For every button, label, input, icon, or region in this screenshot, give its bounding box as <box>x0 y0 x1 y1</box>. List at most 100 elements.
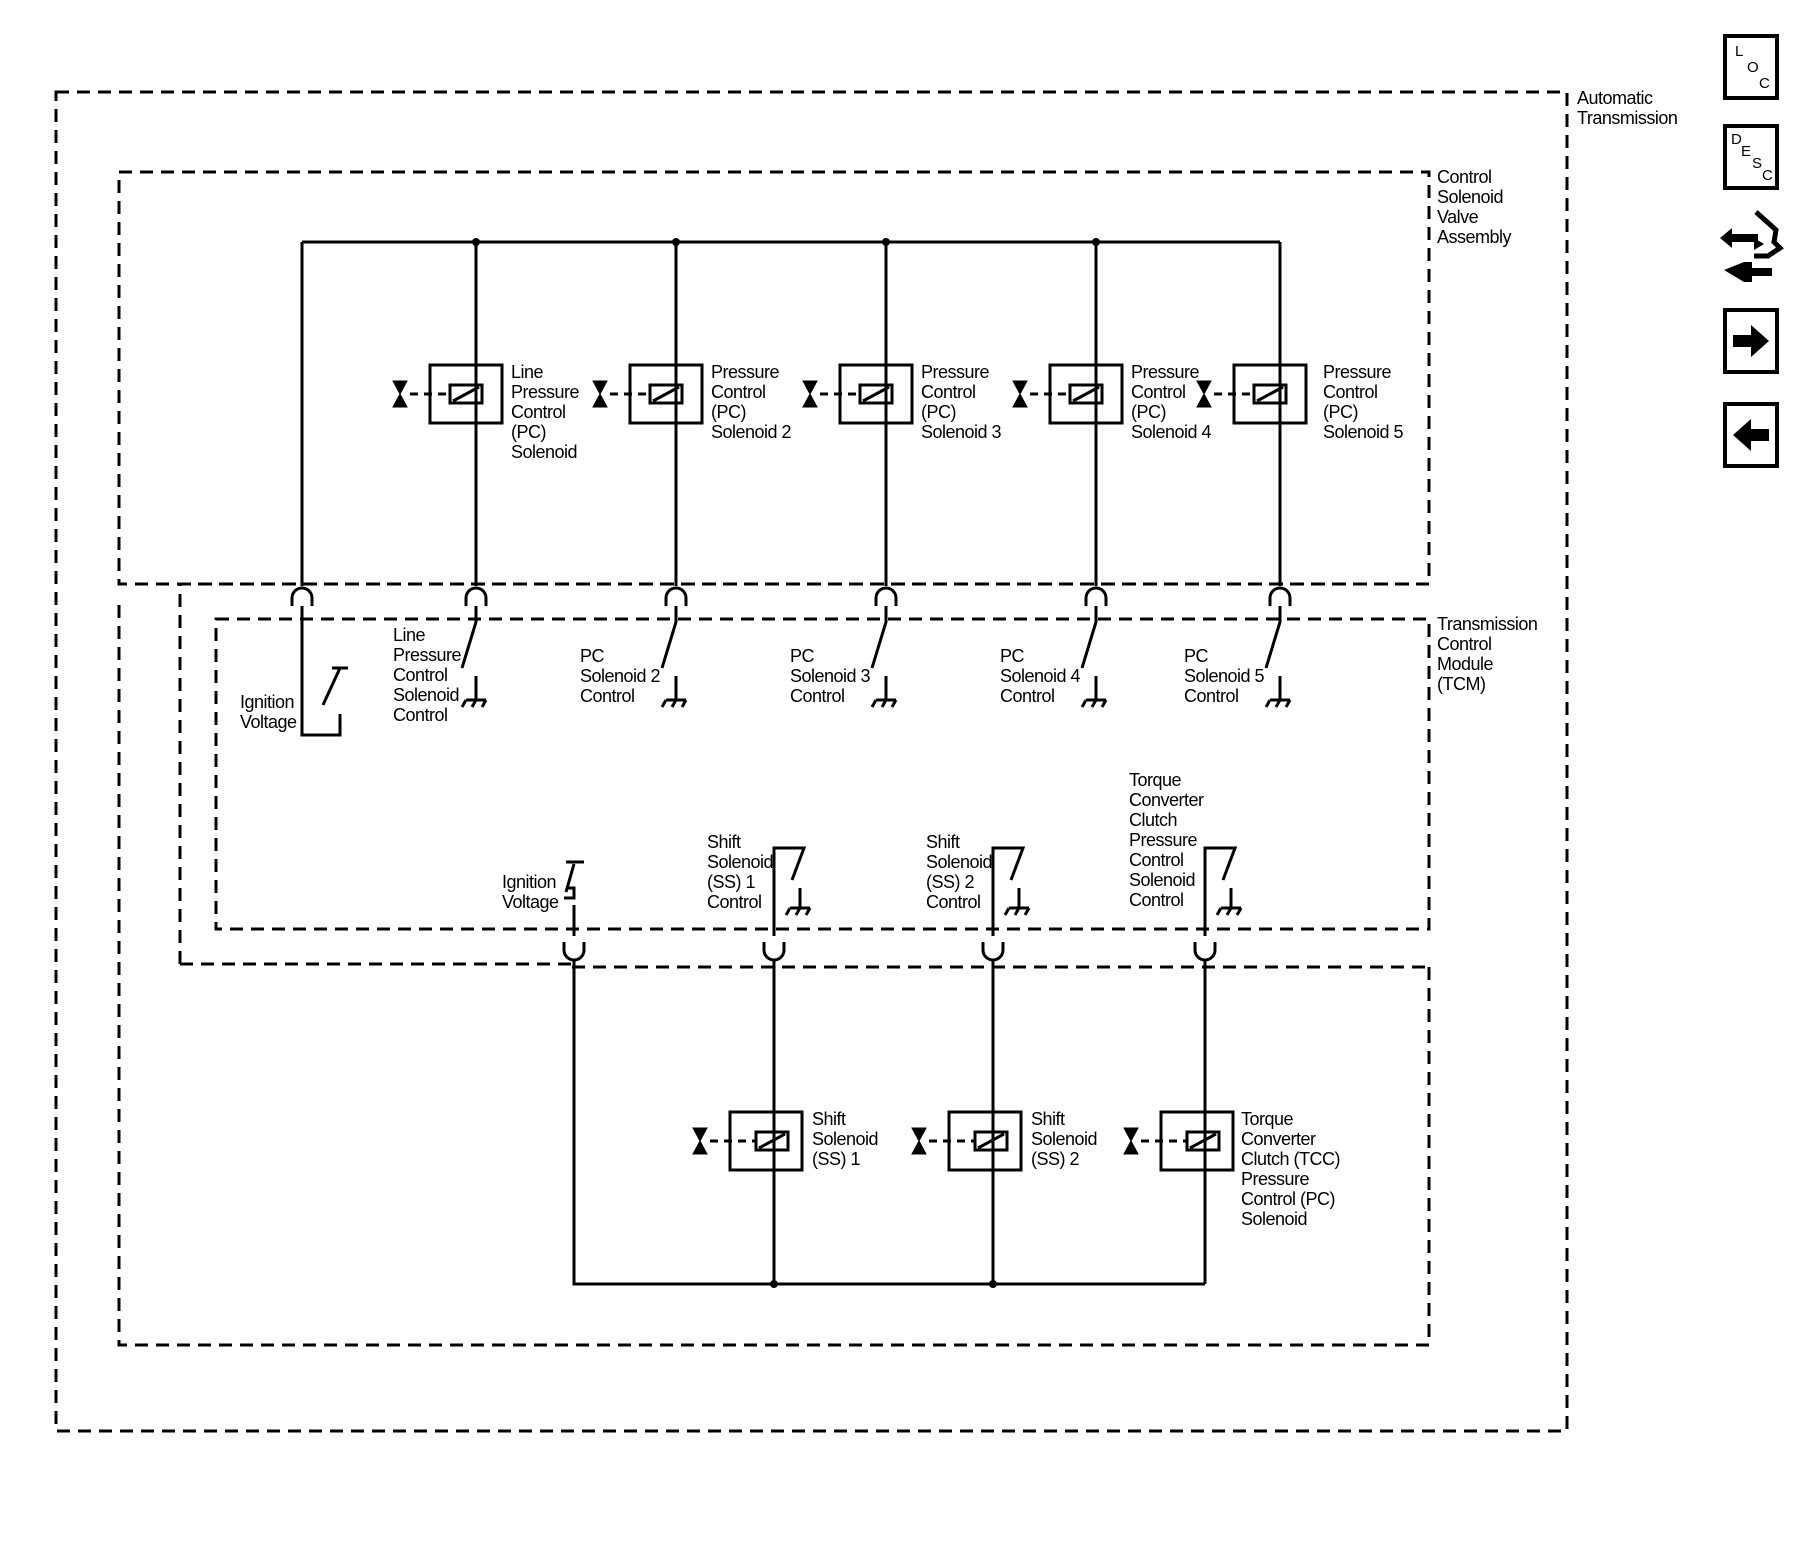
connector-terminal <box>1193 942 1217 962</box>
connector-terminal <box>290 586 314 606</box>
pc4-control-switch <box>1080 606 1098 669</box>
pc-solenoid-4-control-label-line: Solenoid 4 <box>1000 666 1081 686</box>
pc5-control-switch <box>1264 606 1282 669</box>
ignition-switch-lower <box>564 863 576 900</box>
pc-solenoid-3-control-label-line: Solenoid 3 <box>790 666 871 686</box>
tcc-pc-solenoid <box>1123 1110 1235 1172</box>
ground-icon <box>1080 676 1108 708</box>
valve-icon <box>1123 1127 1139 1155</box>
ignition-switch-upper <box>321 667 342 706</box>
automatic-transmission-boundary <box>54 90 1569 1433</box>
shift-solenoid-2 <box>911 1110 1023 1172</box>
arrow-right-icon <box>1733 325 1769 357</box>
shift-solenoid-1-label-line: Solenoid <box>812 1129 878 1149</box>
back-button[interactable] <box>1723 402 1779 468</box>
ss1-control-label-line: (SS) 1 <box>707 872 756 892</box>
line-pc-solenoid-control-label-line: Control <box>393 705 448 725</box>
connector-terminal <box>1084 586 1108 606</box>
connector-terminal <box>1268 586 1292 606</box>
control-solenoid-valve-assembly-label-line: Assembly <box>1437 227 1512 247</box>
pc-solenoid-4-control-label-line: PC <box>1000 646 1025 666</box>
lower-bus-wire <box>572 960 1205 1286</box>
desc-letter: D <box>1731 131 1742 148</box>
pc-solenoid-4-label-line: Solenoid 4 <box>1131 422 1212 442</box>
pc-solenoid-5-control-label-line: Control <box>1184 686 1239 706</box>
pc-solenoid-5-label-line: Solenoid 5 <box>1323 422 1404 442</box>
pc-solenoid-5 <box>1196 363 1308 425</box>
splice-dot <box>989 1280 997 1288</box>
shift-solenoid-2-label-line: Solenoid <box>1031 1129 1097 1149</box>
desc-letter: C <box>1762 167 1773 184</box>
tcc-control-switch <box>1203 846 1238 936</box>
description-button[interactable]: D E S C <box>1723 124 1779 190</box>
connector-terminal <box>981 942 1005 962</box>
ignition-voltage-lower-label-line: Voltage <box>502 892 559 912</box>
connector-terminal <box>664 586 688 606</box>
pc-solenoid-4 <box>1012 363 1124 425</box>
line-pc-solenoid-label-line: Pressure <box>511 382 580 402</box>
tcc-pc-solenoid-control-label-line: Pressure <box>1129 830 1198 850</box>
automatic-transmission-label-line: Transmission <box>1577 108 1677 128</box>
ss2-control-label-line: Control <box>926 892 981 912</box>
pc-solenoid-2 <box>592 363 704 425</box>
pc-solenoid-5-label-line: (PC) <box>1323 402 1358 422</box>
ignition-voltage-upper-path <box>300 606 342 737</box>
pc-solenoid-2-label-line: (PC) <box>711 402 746 422</box>
ignition-voltage-upper-label-line: Ignition <box>240 692 294 712</box>
valve-icon <box>1196 380 1212 408</box>
line-pc-solenoid-control-label-line: Solenoid <box>393 685 459 705</box>
ss2-control-label-line: Shift <box>926 832 960 852</box>
pc-solenoid-2-label-line: Solenoid 2 <box>711 422 792 442</box>
line-pc-solenoid-control-label-line: Control <box>393 665 448 685</box>
desc-letter: E <box>1741 143 1752 160</box>
forward-button[interactable] <box>1723 308 1779 374</box>
location-button[interactable]: L O C <box>1723 34 1779 100</box>
valve-icon <box>592 380 608 408</box>
pc-solenoid-3-label-line: Pressure <box>921 362 990 382</box>
line-pc-solenoid-label-line: Line <box>511 362 544 382</box>
control-solenoid-valve-assembly-label-line: Valve <box>1437 207 1479 227</box>
ss1-control-label-line: Control <box>707 892 762 912</box>
connector-terminal <box>562 942 586 962</box>
pc-solenoid-4-label-line: (PC) <box>1131 402 1166 422</box>
tcm-label-line: (TCM) <box>1437 674 1485 694</box>
control-solenoid-valve-assembly-label-line: Solenoid <box>1437 187 1503 207</box>
ground-icon <box>1003 888 1031 916</box>
shift-solenoid-1 <box>692 1110 804 1172</box>
ss1-control-label-line: Solenoid <box>707 852 773 872</box>
tcc-pc-solenoid-label-line: Torque <box>1241 1109 1294 1129</box>
loc-letter: O <box>1747 59 1759 76</box>
tcm-connector-block-boundary <box>178 582 1429 966</box>
pc-solenoid-5-label-line: Pressure <box>1323 362 1392 382</box>
pc3-control-switch <box>870 606 888 669</box>
pc-solenoid-2-control-label-line: Solenoid 2 <box>580 666 661 686</box>
valve-icon <box>392 380 408 408</box>
line-pc-solenoid-label-line: (PC) <box>511 422 546 442</box>
tcc-pc-solenoid-label-line: Control (PC) <box>1241 1189 1335 1209</box>
control-solenoid-valve-assembly-lower-boundary <box>117 600 1431 1347</box>
connector-terminal <box>874 586 898 606</box>
tcc-pc-solenoid-label-line: Converter <box>1241 1129 1316 1149</box>
connector-tool-icon[interactable] <box>1718 208 1784 288</box>
line-pc-control-switch <box>460 606 478 669</box>
tcc-pc-solenoid-control-label-line: Solenoid <box>1129 870 1195 890</box>
ss1-control-label-line: Shift <box>707 832 741 852</box>
tcc-pc-solenoid-label-line: Solenoid <box>1241 1209 1307 1229</box>
tcc-pc-solenoid-control-label-line: Converter <box>1129 790 1204 810</box>
pc-solenoid-2-label-line: Control <box>711 382 766 402</box>
pc-solenoid-5-label-line: Control <box>1323 382 1378 402</box>
splice-dot <box>1092 238 1100 246</box>
tcc-pc-solenoid-control-label-line: Torque <box>1129 770 1182 790</box>
automatic-transmission-label-line: Automatic <box>1577 88 1653 108</box>
valve-icon <box>802 380 818 408</box>
